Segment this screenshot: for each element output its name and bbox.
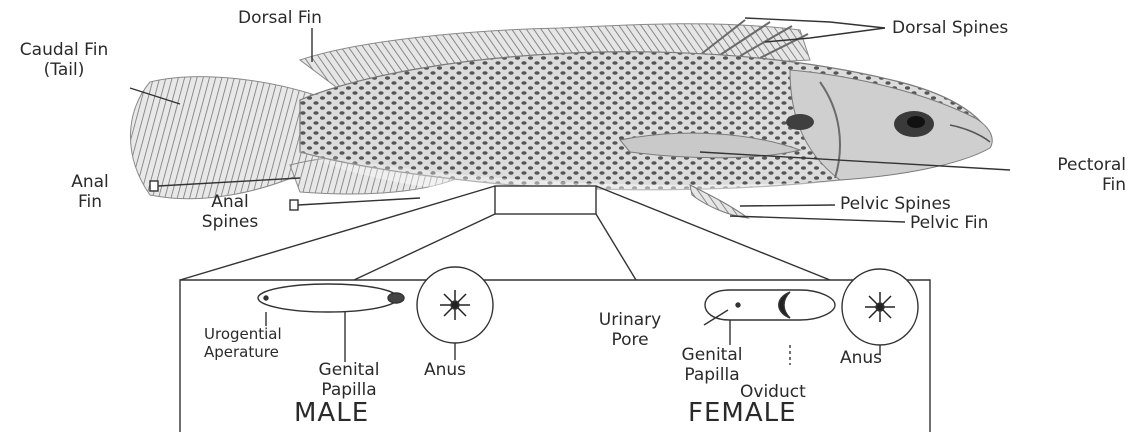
label-caudal-fin: Caudal Fin (Tail): [4, 40, 124, 80]
label-pectoral-fin-line1: Pectoral: [1000, 155, 1126, 175]
label-anal-spines-line1: Anal: [180, 192, 280, 212]
label-pelvic-fin: Pelvic Fin: [910, 213, 988, 233]
label-urogential-line2: Aperature: [204, 343, 282, 361]
label-dorsal-spines: Dorsal Spines: [892, 18, 1008, 38]
male-urogenital-opening: [388, 293, 404, 303]
female-genital-papilla-shape: [705, 290, 835, 320]
label-urogential-line1: Urogential: [204, 325, 282, 343]
label-dorsal-fin: Dorsal Fin: [238, 8, 322, 28]
label-anal-spines-line2: Spines: [180, 212, 280, 232]
label-female-anus: Anus: [840, 348, 882, 368]
label-male-anus: Anus: [424, 360, 466, 380]
label-anal-fin-line1: Anal: [62, 172, 118, 192]
label-female-genital-line1: Genital: [662, 345, 762, 365]
label-caudal-fin-line2: (Tail): [4, 60, 124, 80]
label-pectoral-fin: Pectoral Fin: [1000, 155, 1126, 195]
male-genital-papilla-shape: [258, 284, 398, 312]
label-male-genital-line2: Papilla: [294, 380, 404, 400]
heading-male: MALE: [294, 398, 369, 428]
label-urinary-pore: Urinary Pore: [580, 310, 680, 350]
heading-female: FEMALE: [688, 398, 797, 428]
label-urinary-line1: Urinary: [580, 310, 680, 330]
label-anal-fin: Anal Fin: [62, 172, 118, 212]
label-male-genital-line1: Genital: [294, 360, 404, 380]
label-urogential-aperature: Urogential Aperature: [204, 325, 282, 361]
label-pectoral-fin-line2: Fin: [1000, 175, 1126, 195]
male-genital-detail: [258, 267, 493, 362]
label-male-genital-papilla: Genital Papilla: [294, 360, 404, 400]
label-female-genital-papilla: Genital Papilla: [662, 345, 762, 385]
label-pelvic-spines: Pelvic Spines: [840, 194, 951, 214]
label-caudal-fin-line1: Caudal Fin: [4, 40, 124, 60]
label-anal-spines: Anal Spines: [180, 192, 280, 232]
label-anal-fin-line2: Fin: [62, 192, 118, 212]
